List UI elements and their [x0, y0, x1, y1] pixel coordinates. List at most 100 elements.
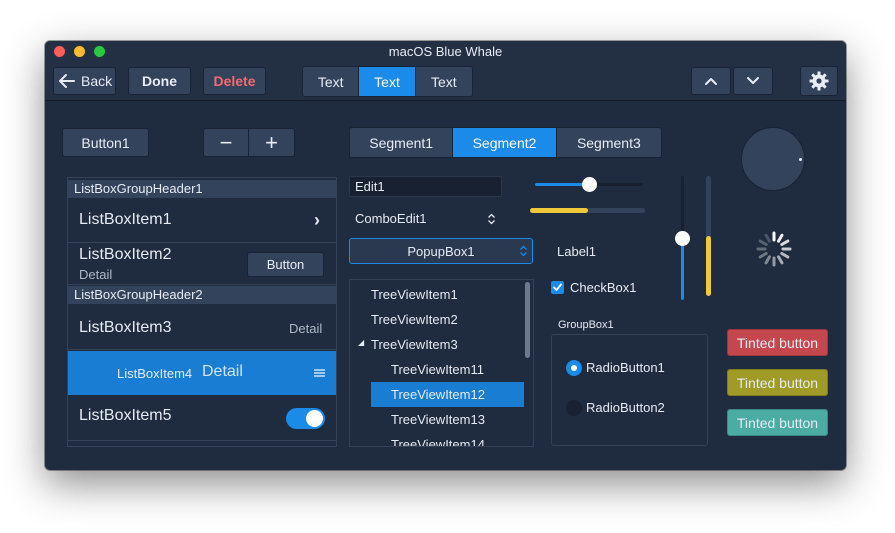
- segmented-control: Segment1 Segment2 Segment3: [349, 127, 662, 158]
- checkbox1-label[interactable]: CheckBox1: [570, 280, 637, 295]
- done-button-label: Done: [142, 73, 177, 89]
- text-segmented-control: Text Text Text: [302, 66, 473, 97]
- tinted-button-teal-label: Tinted button: [736, 414, 819, 431]
- tree-item-12[interactable]: TreeViewItem12: [391, 387, 485, 402]
- list-item-3-detail: Detail: [289, 321, 323, 336]
- tinted-button-red-label: Tinted button: [736, 334, 819, 351]
- tree-item-1[interactable]: TreeViewItem1: [371, 287, 458, 302]
- radio-button-1-label[interactable]: RadioButton1: [586, 360, 665, 375]
- rotary-knob[interactable]: [741, 127, 805, 191]
- title-bar[interactable]: macOS Blue Whale: [45, 41, 846, 61]
- segment-3[interactable]: Segment3: [556, 128, 661, 157]
- button1-label: Button1: [81, 134, 130, 151]
- segment-2-label: Segment2: [472, 134, 537, 151]
- list-box[interactable]: ListBoxGroupHeader1 ListBoxItem1 › ListB…: [67, 177, 337, 447]
- done-button[interactable]: Done: [128, 67, 191, 95]
- list-item-2-label: ListBoxItem2: [79, 246, 172, 263]
- minus-icon: −: [219, 129, 233, 155]
- back-button-label: Back: [81, 73, 113, 89]
- delete-button[interactable]: Delete: [203, 67, 266, 95]
- tree-view[interactable]: TreeViewItem1 TreeViewItem2 ◢ TreeViewIt…: [349, 279, 534, 447]
- list-item-3[interactable]: ListBoxItem3 Detail: [68, 305, 336, 350]
- tree-item-14[interactable]: TreeViewItem14: [391, 437, 485, 447]
- close-window-button[interactable]: [54, 46, 65, 57]
- segment-1-label: Segment1: [369, 134, 434, 151]
- segment-3-label: Segment3: [576, 134, 641, 151]
- list-item-4[interactable]: ListBoxItem4 Detail: [68, 351, 336, 395]
- app-window: macOS Blue Whale Back Done Delete Text T…: [45, 41, 846, 470]
- combo-edit[interactable]: ComboEdit1: [349, 207, 502, 230]
- plus-button[interactable]: +: [248, 128, 295, 157]
- text-segment-1-label: Text: [317, 73, 344, 90]
- list-item-5[interactable]: ListBoxItem5: [68, 395, 336, 441]
- text-segment-2[interactable]: Text: [359, 67, 416, 96]
- back-button[interactable]: Back: [53, 67, 116, 95]
- radio-button-1[interactable]: [566, 360, 582, 376]
- knob-indicator: [799, 158, 802, 161]
- list-item-4-detail: Detail: [202, 363, 243, 380]
- settings-button[interactable]: [800, 66, 838, 96]
- delete-button-label: Delete: [213, 73, 256, 89]
- minimize-window-button[interactable]: [74, 46, 85, 57]
- checkmark-icon: [553, 283, 562, 291]
- list-item-3-label: ListBoxItem3: [79, 319, 172, 336]
- list-item-2[interactable]: ListBoxItem2 Detail Button: [68, 243, 336, 285]
- chevron-up-icon: [705, 78, 717, 85]
- tinted-button-yellow-label: Tinted button: [736, 374, 819, 391]
- groupbox: RadioButton1 RadioButton2: [551, 334, 708, 446]
- groupbox-title: GroupBox1: [558, 319, 614, 331]
- segment-1[interactable]: Segment1: [350, 128, 454, 157]
- slider-thumb[interactable]: [581, 177, 597, 192]
- label1: Label1: [557, 244, 597, 259]
- switch-thumb: [306, 410, 323, 427]
- radio-button-2[interactable]: [566, 400, 582, 416]
- tinted-button-red[interactable]: Tinted button: [727, 329, 828, 356]
- zoom-window-button[interactable]: [94, 46, 105, 57]
- tree-item-3[interactable]: TreeViewItem3: [371, 337, 458, 352]
- combo-edit-value: ComboEdit1: [355, 211, 427, 226]
- list-item-4-label: ListBoxItem4: [117, 366, 193, 381]
- expander-icon[interactable]: ◢: [358, 338, 365, 347]
- tree-item-selection: [371, 382, 524, 407]
- button1[interactable]: Button1: [62, 128, 149, 157]
- list-item-2-button-label: Button: [266, 257, 305, 272]
- tree-scrollbar[interactable]: [525, 282, 530, 358]
- tree-item-13[interactable]: TreeViewItem13: [391, 412, 485, 427]
- progress-fill: [530, 208, 588, 213]
- vertical-slider-thumb[interactable]: [675, 230, 690, 246]
- chevron-down-icon: [747, 77, 759, 84]
- minus-button[interactable]: −: [203, 128, 249, 157]
- list-item-5-label: ListBoxItem5: [79, 407, 172, 424]
- window-title: macOS Blue Whale: [388, 44, 503, 59]
- list-item-5-switch[interactable]: [286, 408, 325, 429]
- stepper-chevrons-icon: [488, 213, 495, 225]
- tree-item-11[interactable]: TreeViewItem11: [391, 362, 484, 377]
- vertical-slider-fill: [681, 238, 684, 300]
- arrow-left-icon: [59, 74, 75, 88]
- segment-2[interactable]: Segment2: [453, 128, 557, 157]
- tinted-button-yellow[interactable]: Tinted button: [727, 369, 828, 396]
- text-segment-3[interactable]: Text: [415, 67, 472, 96]
- list-item-1[interactable]: ListBoxItem1 ›: [68, 199, 336, 243]
- list-item-2-button[interactable]: Button: [247, 252, 324, 277]
- popup-chevrons-icon: [520, 245, 527, 257]
- list-group-header-2: ListBoxGroupHeader2: [68, 286, 336, 304]
- text-segment-1[interactable]: Text: [303, 67, 360, 96]
- vertical-progress-fill: [706, 236, 711, 296]
- nav-up-button[interactable]: [691, 67, 731, 95]
- gear-icon: [809, 71, 829, 91]
- toolbar: Back Done Delete Text Text Text: [45, 61, 846, 101]
- tree-item-2[interactable]: TreeViewItem2: [371, 312, 458, 327]
- tinted-button-teal[interactable]: Tinted button: [727, 409, 828, 436]
- nav-down-button[interactable]: [733, 67, 773, 95]
- popup-box[interactable]: PopupBox1: [349, 238, 533, 264]
- activity-indicator-icon: [756, 231, 792, 267]
- checkbox1[interactable]: [551, 281, 564, 294]
- list-group-header-1: ListBoxGroupHeader1: [68, 180, 336, 198]
- edit1-input[interactable]: Edit1: [349, 176, 502, 197]
- popup-box-value: PopupBox1: [407, 243, 475, 259]
- radio-button-2-label[interactable]: RadioButton2: [586, 400, 665, 415]
- drag-handle-icon[interactable]: [314, 368, 325, 378]
- text-segment-2-label: Text: [374, 73, 400, 90]
- plus-icon: +: [265, 129, 278, 155]
